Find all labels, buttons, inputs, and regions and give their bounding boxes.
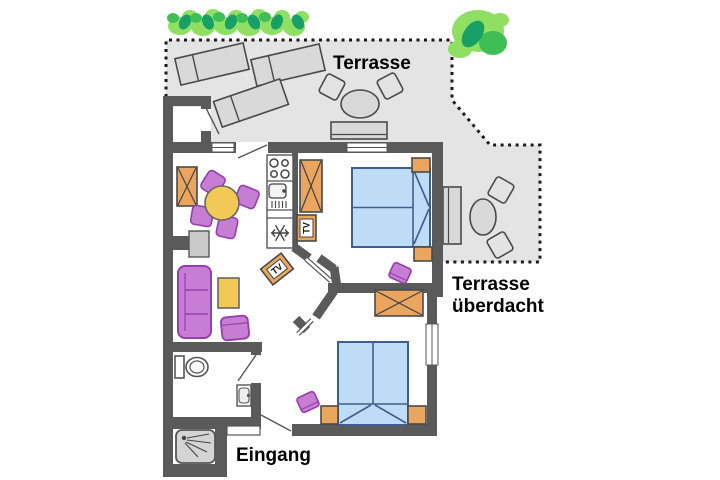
double-bed bbox=[337, 341, 409, 426]
terrace-table bbox=[340, 89, 380, 119]
nightstand bbox=[413, 246, 433, 262]
storage-room-door bbox=[201, 107, 220, 135]
shower bbox=[175, 429, 216, 464]
armchair bbox=[219, 314, 251, 342]
hand-basin bbox=[236, 384, 252, 407]
entrance-door bbox=[226, 414, 292, 436]
terrace-boundary-dotted bbox=[164, 38, 542, 264]
sun-lounger bbox=[212, 77, 290, 129]
garden-bench bbox=[442, 186, 462, 245]
tv-label: TV bbox=[302, 222, 312, 234]
nightstand bbox=[320, 405, 339, 425]
label-eingang: Eingang bbox=[236, 445, 311, 466]
door-swing bbox=[205, 107, 220, 135]
sun-lounger bbox=[249, 43, 327, 87]
nightstand bbox=[407, 405, 427, 425]
kitchen-stove bbox=[269, 158, 290, 179]
tv-stand: TV bbox=[296, 214, 317, 242]
coffee-table bbox=[217, 277, 240, 309]
door-swing bbox=[237, 144, 268, 159]
door-swing bbox=[260, 414, 292, 432]
freezer-snowflake-icon bbox=[271, 224, 289, 242]
label-terrasse-ueberdacht-1: Terrasse bbox=[452, 274, 530, 295]
terrace-door bbox=[236, 142, 268, 159]
sun-lounger bbox=[173, 42, 251, 86]
window bbox=[211, 142, 235, 153]
wardrobe bbox=[299, 159, 323, 213]
terrace-chair bbox=[376, 72, 404, 100]
toilet bbox=[174, 355, 209, 379]
terrace-table bbox=[469, 198, 497, 236]
door-swing bbox=[237, 354, 257, 382]
dining-table bbox=[204, 185, 240, 221]
double-bed bbox=[351, 167, 431, 248]
kitchen-sink bbox=[268, 183, 287, 208]
hedge bbox=[167, 9, 309, 36]
door-leaf bbox=[304, 257, 333, 283]
terrace-chair bbox=[487, 176, 515, 204]
door-leaf bbox=[296, 318, 314, 336]
terrace-chair bbox=[318, 73, 346, 101]
dining-chair bbox=[234, 184, 260, 210]
tv-stand: TV bbox=[259, 251, 295, 287]
wardrobe bbox=[374, 289, 424, 317]
nightstand bbox=[411, 157, 431, 173]
window bbox=[425, 323, 439, 366]
window bbox=[346, 142, 388, 153]
label-terrasse: Terrasse bbox=[333, 53, 411, 74]
shelf-unit bbox=[188, 230, 210, 258]
bush bbox=[448, 10, 509, 58]
stool bbox=[388, 261, 412, 285]
sofa bbox=[177, 265, 212, 339]
stool bbox=[296, 390, 320, 414]
terrace-chair bbox=[486, 231, 514, 259]
garden-bench bbox=[330, 121, 388, 140]
label-terrasse-ueberdacht-2: überdacht bbox=[452, 296, 545, 317]
wardrobe bbox=[176, 166, 198, 207]
